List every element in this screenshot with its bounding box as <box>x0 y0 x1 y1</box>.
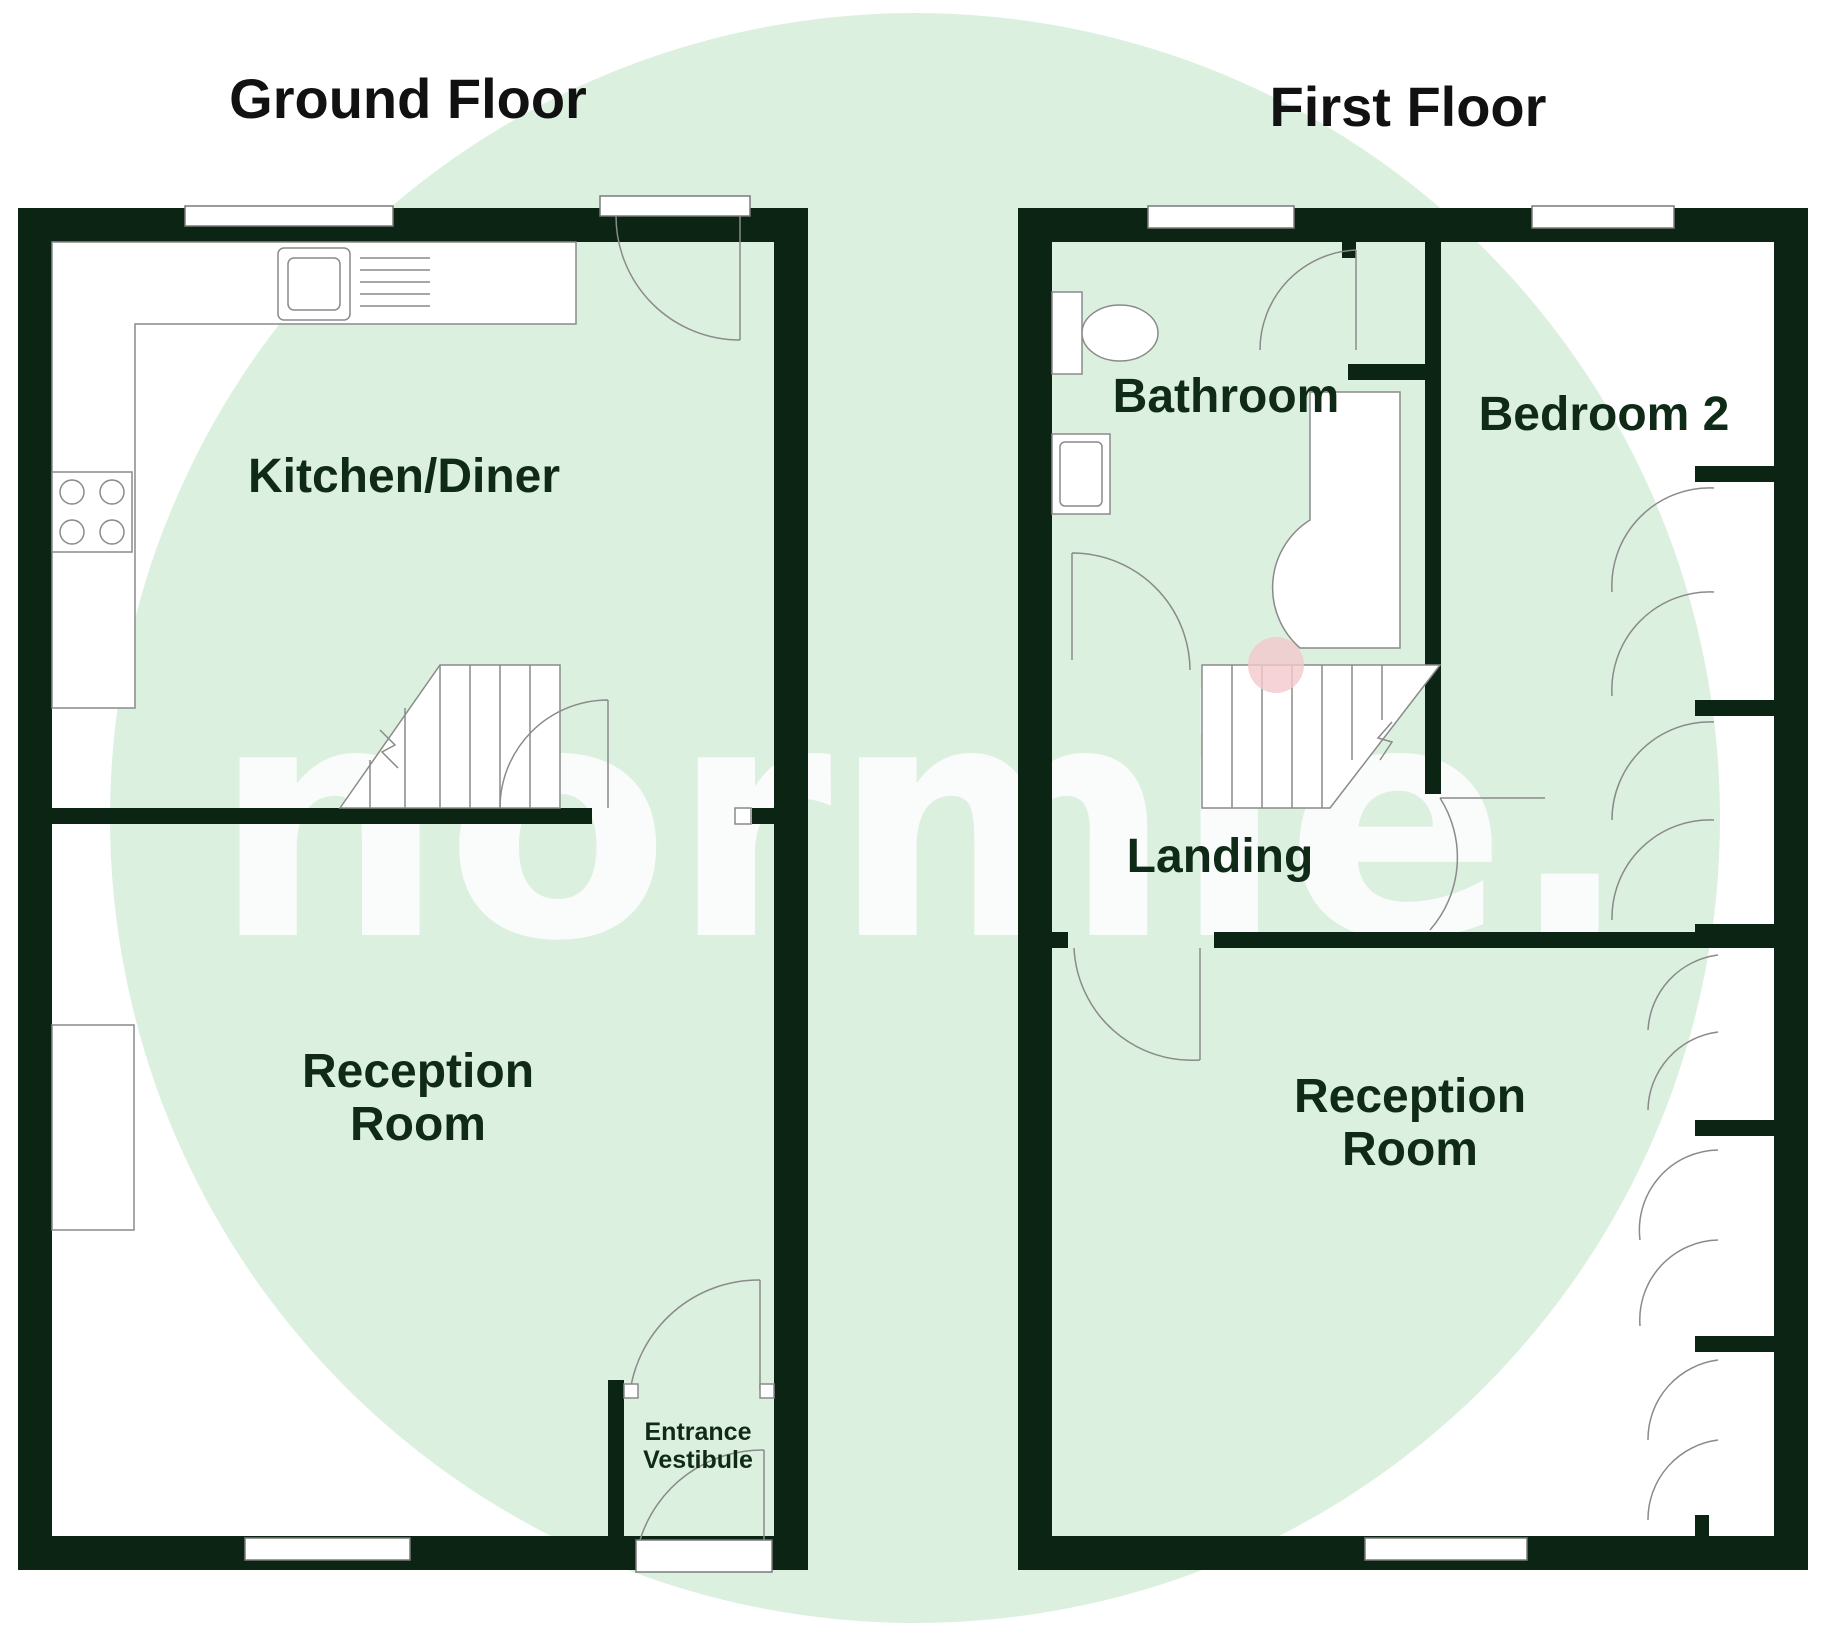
bedroom2-label: Bedroom 2 <box>1479 388 1730 441</box>
kitchen-diner-label: Kitchen/Diner <box>248 450 560 503</box>
bath-bed-partition <box>1425 242 1441 794</box>
bedroom-wardrobe-wall-1 <box>1695 466 1775 482</box>
bathroom-basin-bowl <box>1059 441 1103 507</box>
ground-floor-title: Ground Floor <box>229 67 587 130</box>
first-outer-wall-right <box>1774 208 1808 1570</box>
kitchen-worktop <box>51 241 577 709</box>
rear-door-swing-icon <box>615 215 741 341</box>
landing-partition-left <box>1052 932 1068 948</box>
reception-door-swing-icon <box>1073 947 1201 1062</box>
ground-staircase <box>338 664 561 809</box>
first-floor-title: First Floor <box>1270 75 1547 138</box>
landing-bath-door-swing-icon <box>1071 552 1191 671</box>
reception-wardrobe-wall-2 <box>1695 1336 1775 1352</box>
ground-outer-wall-right <box>774 208 808 1570</box>
sink-drainer-icon <box>360 257 430 307</box>
reception-wardrobe-stub <box>1695 1515 1709 1537</box>
bedroom-wardrobe-wall-2 <box>1695 700 1775 716</box>
first-reception-label-line2: Room <box>1342 1123 1478 1176</box>
stair-marker <box>1248 637 1304 693</box>
ground-reception-window <box>244 1537 411 1561</box>
ground-reception-label-line1: Reception <box>302 1045 534 1098</box>
bathroom-label: Bathroom <box>1113 370 1340 423</box>
toilet-bowl <box>1081 304 1159 362</box>
first-outer-wall-left <box>1018 208 1052 1570</box>
door-jamb <box>734 807 752 825</box>
ground-front-door-opening <box>635 1539 773 1573</box>
ground-floor: Ground Floor Kitchen/Diner Reception Roo… <box>18 67 808 1573</box>
first-bathroom-window <box>1147 205 1295 229</box>
first-reception-window <box>1364 1537 1528 1561</box>
vestibule-front-door-icon <box>639 1449 765 1541</box>
vestibule-label-line2: Vestibule <box>643 1446 753 1474</box>
toilet-cistern <box>1051 291 1083 375</box>
bedroom2-door-swing-icon <box>1429 797 1545 931</box>
first-floor: First Floor Bathroom Bedroom 2 Landing R… <box>1018 75 1808 1570</box>
hob-icon <box>51 471 133 553</box>
ground-partition-wall <box>52 808 592 824</box>
kitchen-door-swing-icon <box>499 699 609 809</box>
reception-wardrobe-wall-1 <box>1695 1120 1775 1136</box>
bedroom-wardrobe-wall-3 <box>1695 924 1775 948</box>
first-bedroom-window <box>1531 205 1675 229</box>
reception-wardrobe-doors <box>1638 954 1719 1521</box>
vestibule-jamb-right <box>759 1383 775 1399</box>
ground-outer-wall-left <box>18 208 52 1570</box>
kitchen-sink-basin <box>287 257 341 311</box>
bath-stub-wall <box>1348 364 1425 380</box>
ground-rear-door-opening <box>599 195 751 217</box>
reception-alcove-unit <box>51 1024 135 1231</box>
first-outer-wall-top <box>1018 208 1808 242</box>
landing-label: Landing <box>1127 830 1314 883</box>
ground-kitchen-window <box>184 205 394 227</box>
ground-partition-wall-end <box>752 808 774 824</box>
bath-tub <box>1271 391 1401 649</box>
bedroom2-wardrobe-doors <box>1611 487 1715 921</box>
vestibule-wall <box>608 1380 624 1540</box>
first-reception-label-line1: Reception <box>1294 1070 1526 1123</box>
first-staircase <box>1201 664 1442 809</box>
bathroom-door-swing-icon <box>1259 249 1357 351</box>
vestibule-label-line1: Entrance <box>645 1418 752 1446</box>
ground-reception-label-line2: Room <box>350 1098 486 1151</box>
landing-reception-partition <box>1214 932 1724 948</box>
vestibule-jamb-left <box>623 1383 639 1399</box>
vestibule-inner-door-icon <box>629 1279 761 1393</box>
